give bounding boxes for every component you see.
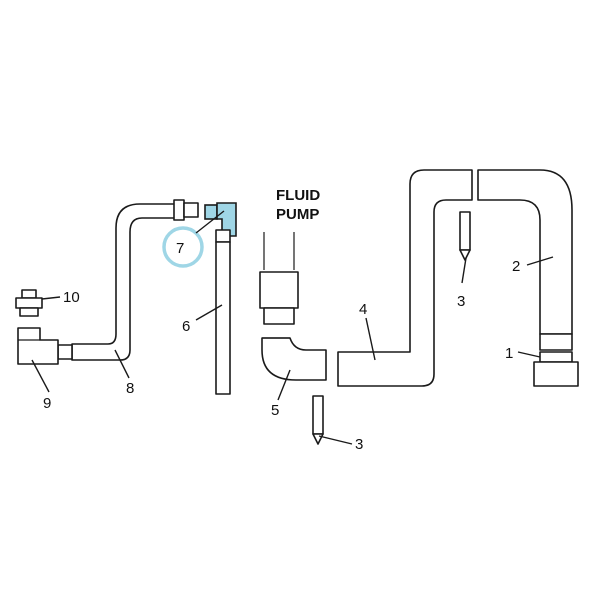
part-7-elbow [204, 202, 237, 237]
leader-9 [31, 359, 50, 393]
callout-9: 9 [43, 395, 51, 412]
leader-10 [41, 296, 61, 300]
leader-lines [31, 210, 554, 445]
part-1-fitting [533, 351, 579, 387]
callout-5: 5 [271, 402, 279, 419]
highlight-ring-7 [162, 226, 204, 268]
callout-10: 10 [63, 289, 80, 306]
callout-1: 1 [505, 345, 513, 362]
callout-numbers: 7 6 8 9 10 5 3 3 4 2 1 [43, 240, 520, 453]
fluid-pump-title-line2: PUMP [276, 206, 319, 223]
part-2-hose [477, 169, 573, 351]
leader-7 [195, 210, 225, 234]
fluid-pump-title-line1: FLUID [276, 187, 320, 204]
part-9-elbow [17, 327, 59, 365]
leader-3-lower [318, 435, 353, 445]
callout-4: 4 [359, 301, 367, 318]
callout-3-upper: 3 [457, 293, 465, 310]
callout-2: 2 [512, 258, 520, 275]
leader-4 [365, 317, 376, 361]
part-3-screw-upper [459, 211, 471, 261]
leader-8 [114, 349, 130, 379]
callout-6: 6 [182, 318, 190, 335]
leader-3-upper [461, 257, 467, 284]
part-6-tube [215, 229, 231, 395]
leader-6 [195, 304, 223, 321]
callout-8: 8 [126, 380, 134, 397]
callout-7: 7 [176, 240, 184, 257]
leader-2 [526, 256, 554, 266]
leader-1 [517, 351, 541, 358]
part-5-elbow [261, 337, 327, 381]
fluid-pump-body [259, 232, 299, 325]
leader-5 [277, 369, 291, 401]
part-8-hose [57, 199, 199, 361]
part-4-hose [337, 169, 473, 387]
callout-3-lower: 3 [355, 436, 363, 453]
part-10-fitting [15, 289, 43, 317]
